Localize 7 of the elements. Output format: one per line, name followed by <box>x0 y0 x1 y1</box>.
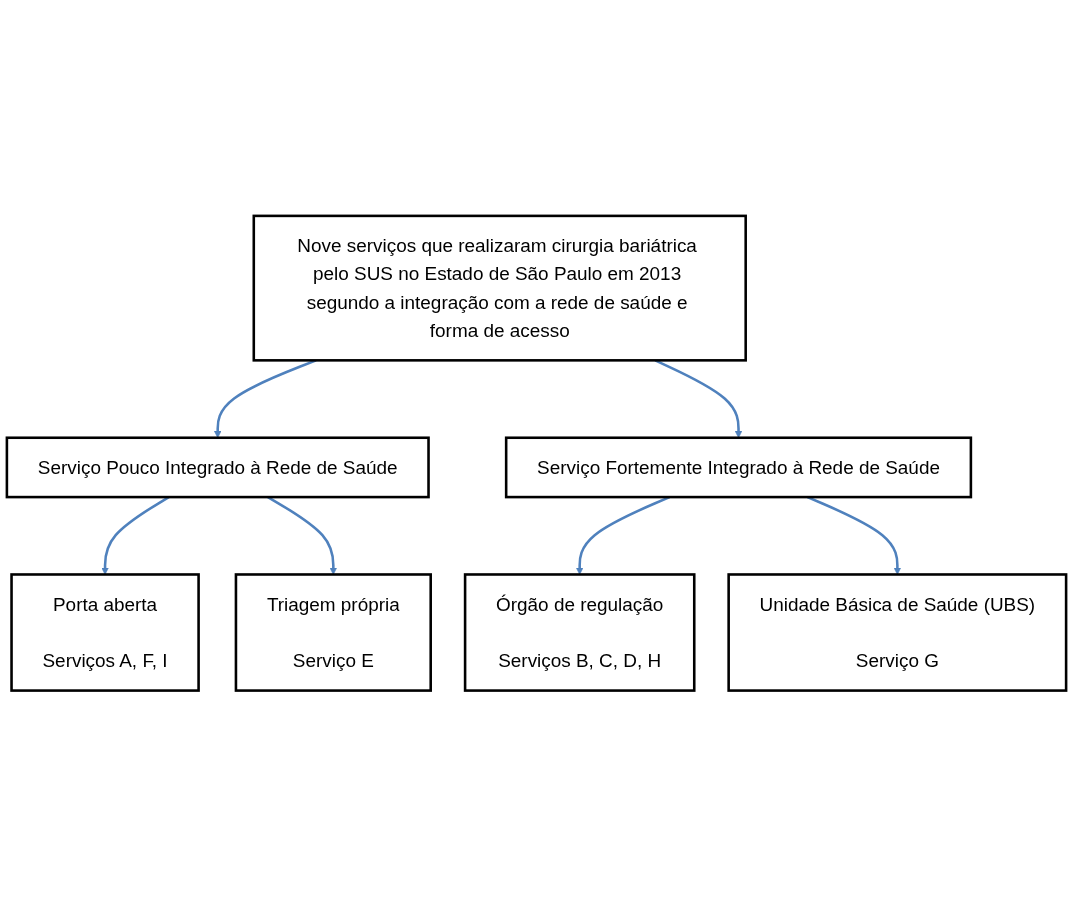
node-box: Serviço Fortemente Integrado à Rede de Saúde <box>504 436 973 499</box>
node-box: Órgão de regulação Serviços B, C, D, H <box>463 572 696 692</box>
node-box: Nove serviços que realizaram cirurgia bariátrica pelo SUS no Estado de São Paulo em 2013 segundo a integração com a rede de saúde e forma de acesso <box>252 214 747 362</box>
node-box: Unidade Básica de Saúde (UBS) Serviço G <box>727 572 1068 692</box>
node-box: Triagem própria Serviço E <box>234 572 432 692</box>
node-box: Porta aberta Serviços A, F, I <box>10 572 200 692</box>
node-box: Serviço Pouco Integrado à Rede de Saúde <box>5 436 430 499</box>
